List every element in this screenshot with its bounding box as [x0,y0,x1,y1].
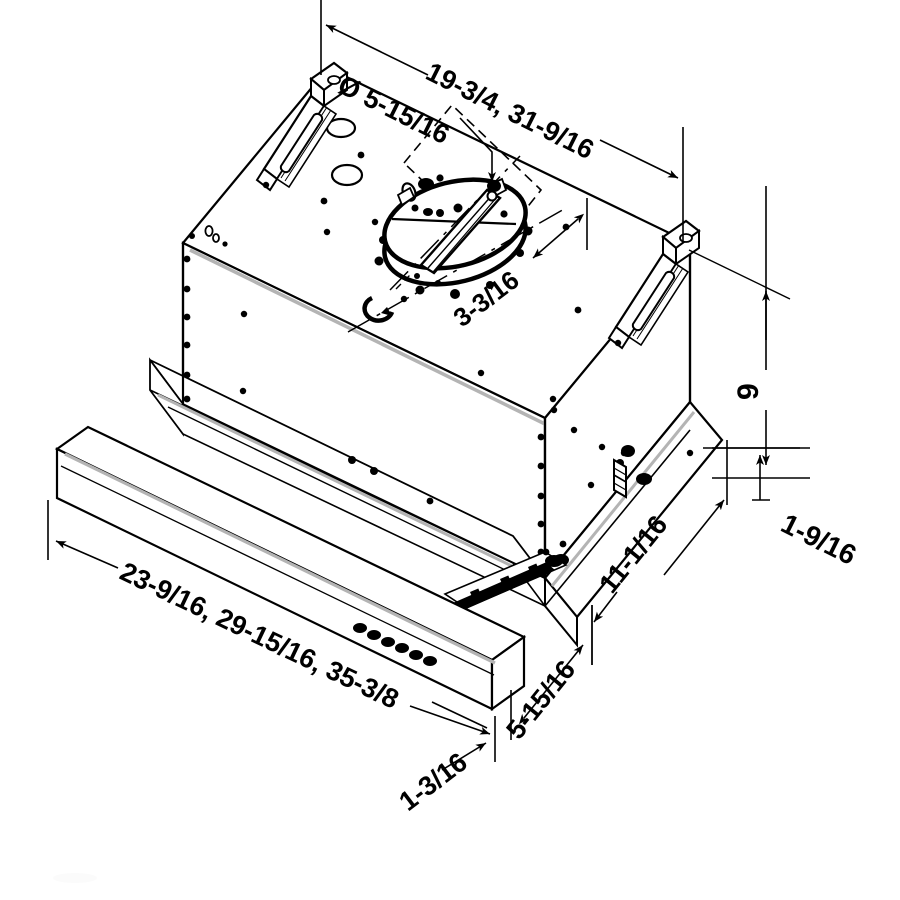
top-hole-small-3 [323,228,331,236]
dim-line-top-width-right [599,139,679,179]
leader-duct-diameter [459,117,496,182]
bottom-flange-shade [550,411,696,587]
control-button-2[interactable] [367,630,381,640]
duct-centerline-diagonal [389,155,521,291]
corner-hole-a [204,225,214,237]
collar-rivet-4 [450,289,460,299]
pull-out-front-panel [54,425,527,712]
control-button-1[interactable] [353,623,367,633]
dim-ext-top-from-bracket [688,249,791,300]
slide-rail-left [149,389,546,607]
junction-box-knockout [613,458,627,499]
collar-rivet-2 [374,256,384,266]
mounting-bracket-right [607,219,701,350]
collar-rivet-8 [453,203,463,213]
top-hole-small-2 [320,197,328,205]
collar-rivet-9 [500,210,508,218]
page-artifact [53,873,97,883]
collar-rivet-6 [516,249,524,257]
top-hole-small-4 [371,218,379,226]
control-button-4[interactable] [395,643,409,653]
duct-damper-blade [391,188,517,286]
top-hole-small-8 [574,306,582,314]
collar-rivet-10 [436,174,444,182]
cable-grommet [362,274,411,323]
dim-line-top-width-left [325,24,429,76]
control-button-6[interactable] [423,656,437,666]
dim-line-duct-offset [532,213,585,259]
dim-line-front-width-left [55,540,119,569]
corner-hole-b [212,233,220,243]
right-side-panel-details [553,426,694,566]
dim-line-depth-lower [593,591,618,623]
collar-rivet-5 [486,281,494,289]
duct-collar [347,103,567,333]
collar-marks [411,204,444,217]
dim-line-slide-depth [518,644,584,725]
top-hole-small-10 [477,369,485,377]
mounting-bracket-left [255,61,349,192]
dim-line-depth-upper [663,499,725,576]
bottom-flange-edge [544,429,691,607]
corner-hole-d [189,233,195,239]
dim-line-front-width-right [431,701,488,729]
control-buttons[interactable] [353,623,437,666]
collar-rivet-1 [379,236,387,244]
side-panel-shade [189,248,546,426]
dim-arrow-lip [441,742,487,771]
duct-mounting-plate [402,103,543,251]
top-hole-small-1 [357,151,365,159]
top-hole-large-2 [330,163,364,187]
dim-line-lip-from-label [409,705,491,735]
control-button-5[interactable] [409,650,423,660]
side-panel-fasteners [183,255,558,556]
control-button-3[interactable] [381,637,395,647]
dim-body-height-label: 9 [732,383,765,400]
slide-rail-right [443,548,568,612]
corner-hole-c [222,241,228,247]
